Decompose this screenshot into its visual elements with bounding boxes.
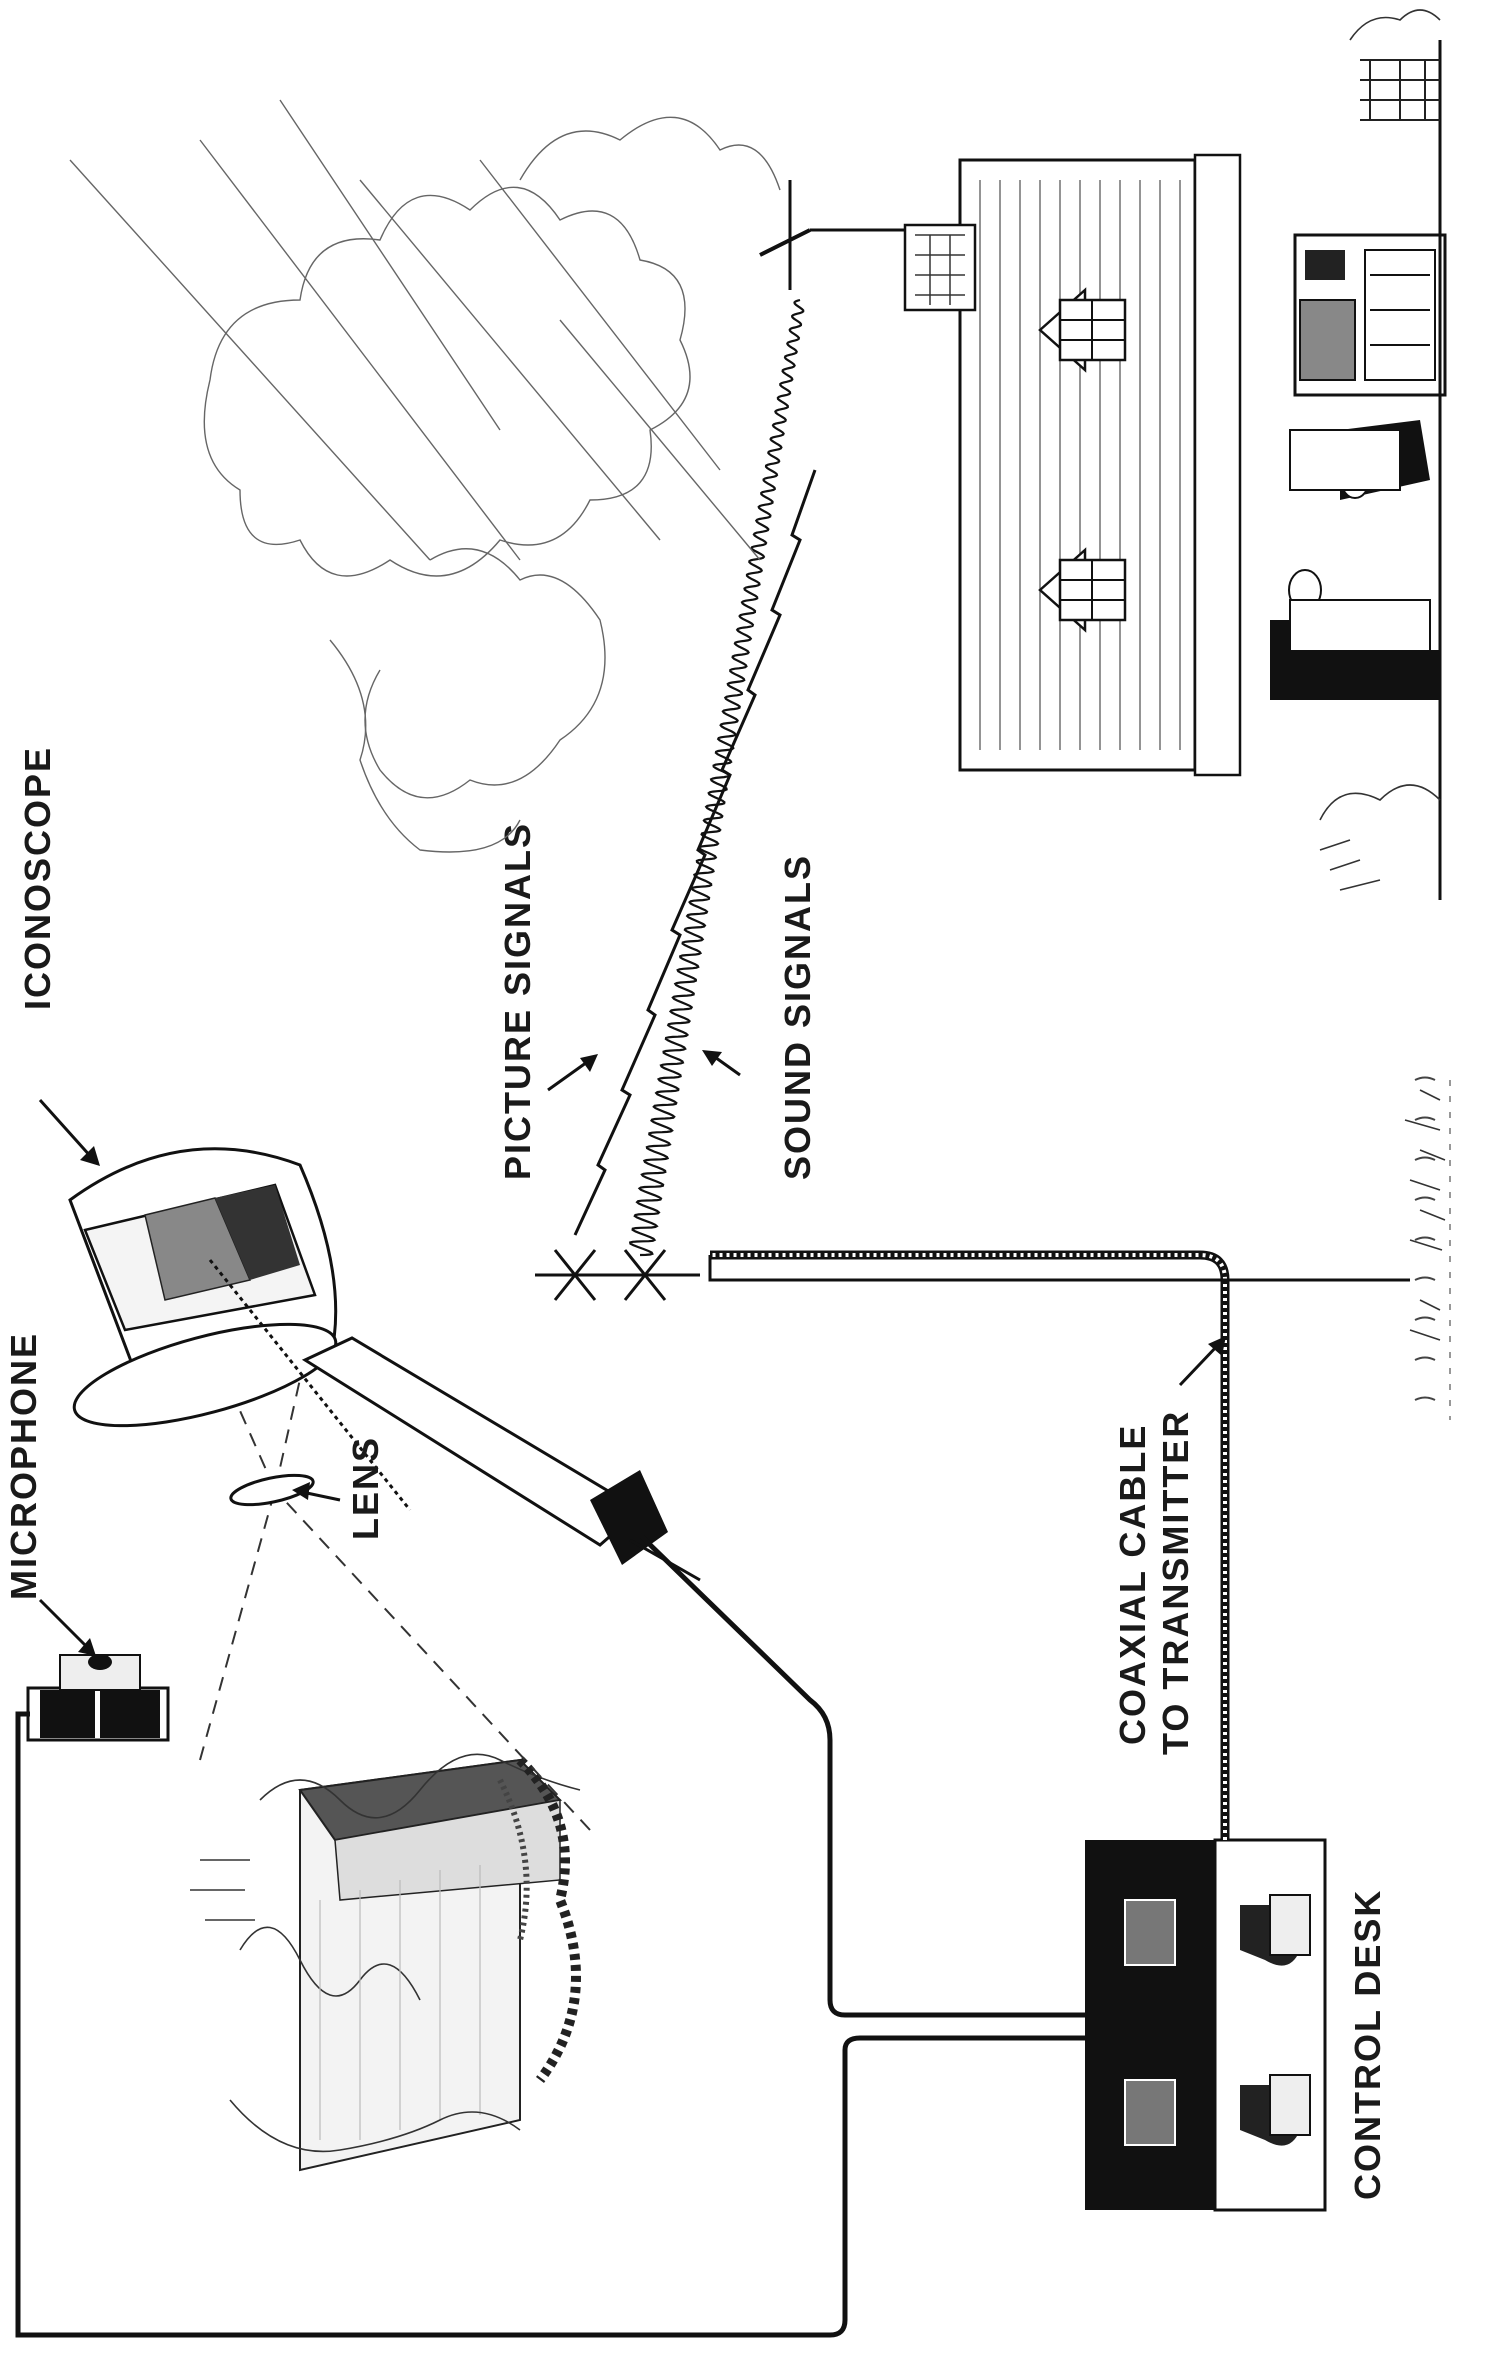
transmitter-antenna: [535, 1090, 1445, 1340]
sound-signals-pointer-arrow: [702, 1050, 740, 1075]
microphone-label: MICROPHONE: [3, 1332, 44, 1600]
scene-illustration: [190, 1754, 580, 2170]
iconoscope-label: ICONOSCOPE: [17, 746, 58, 1010]
coaxial-pointer-arrow: [1180, 1336, 1226, 1385]
lens-label: LENS: [345, 1436, 386, 1540]
camera-cable: [640, 1535, 1085, 2015]
microphone-pointer-arrow: [40, 1600, 96, 1656]
control-desk: [1085, 1840, 1325, 2210]
house: [905, 10, 1445, 900]
sky-clouds: [70, 100, 780, 852]
coaxial-label-line2: TO TRANSMITTER: [1155, 1410, 1196, 1755]
ground-hatching: [1415, 1078, 1450, 1421]
sound-signals-label: SOUND SIGNALS: [777, 854, 818, 1180]
picture-signals-label: PICTURE SIGNALS: [497, 822, 538, 1180]
microphone: [28, 1654, 168, 1740]
control-desk-label: CONTROL DESK: [1347, 1889, 1388, 2200]
coaxial-label-line1: COAXIAL CABLE: [1112, 1424, 1153, 1745]
coaxial-cable: [710, 1255, 1410, 1840]
iconoscope-pointer-arrow: [40, 1100, 100, 1166]
picture-signals-pointer-arrow: [548, 1054, 598, 1090]
